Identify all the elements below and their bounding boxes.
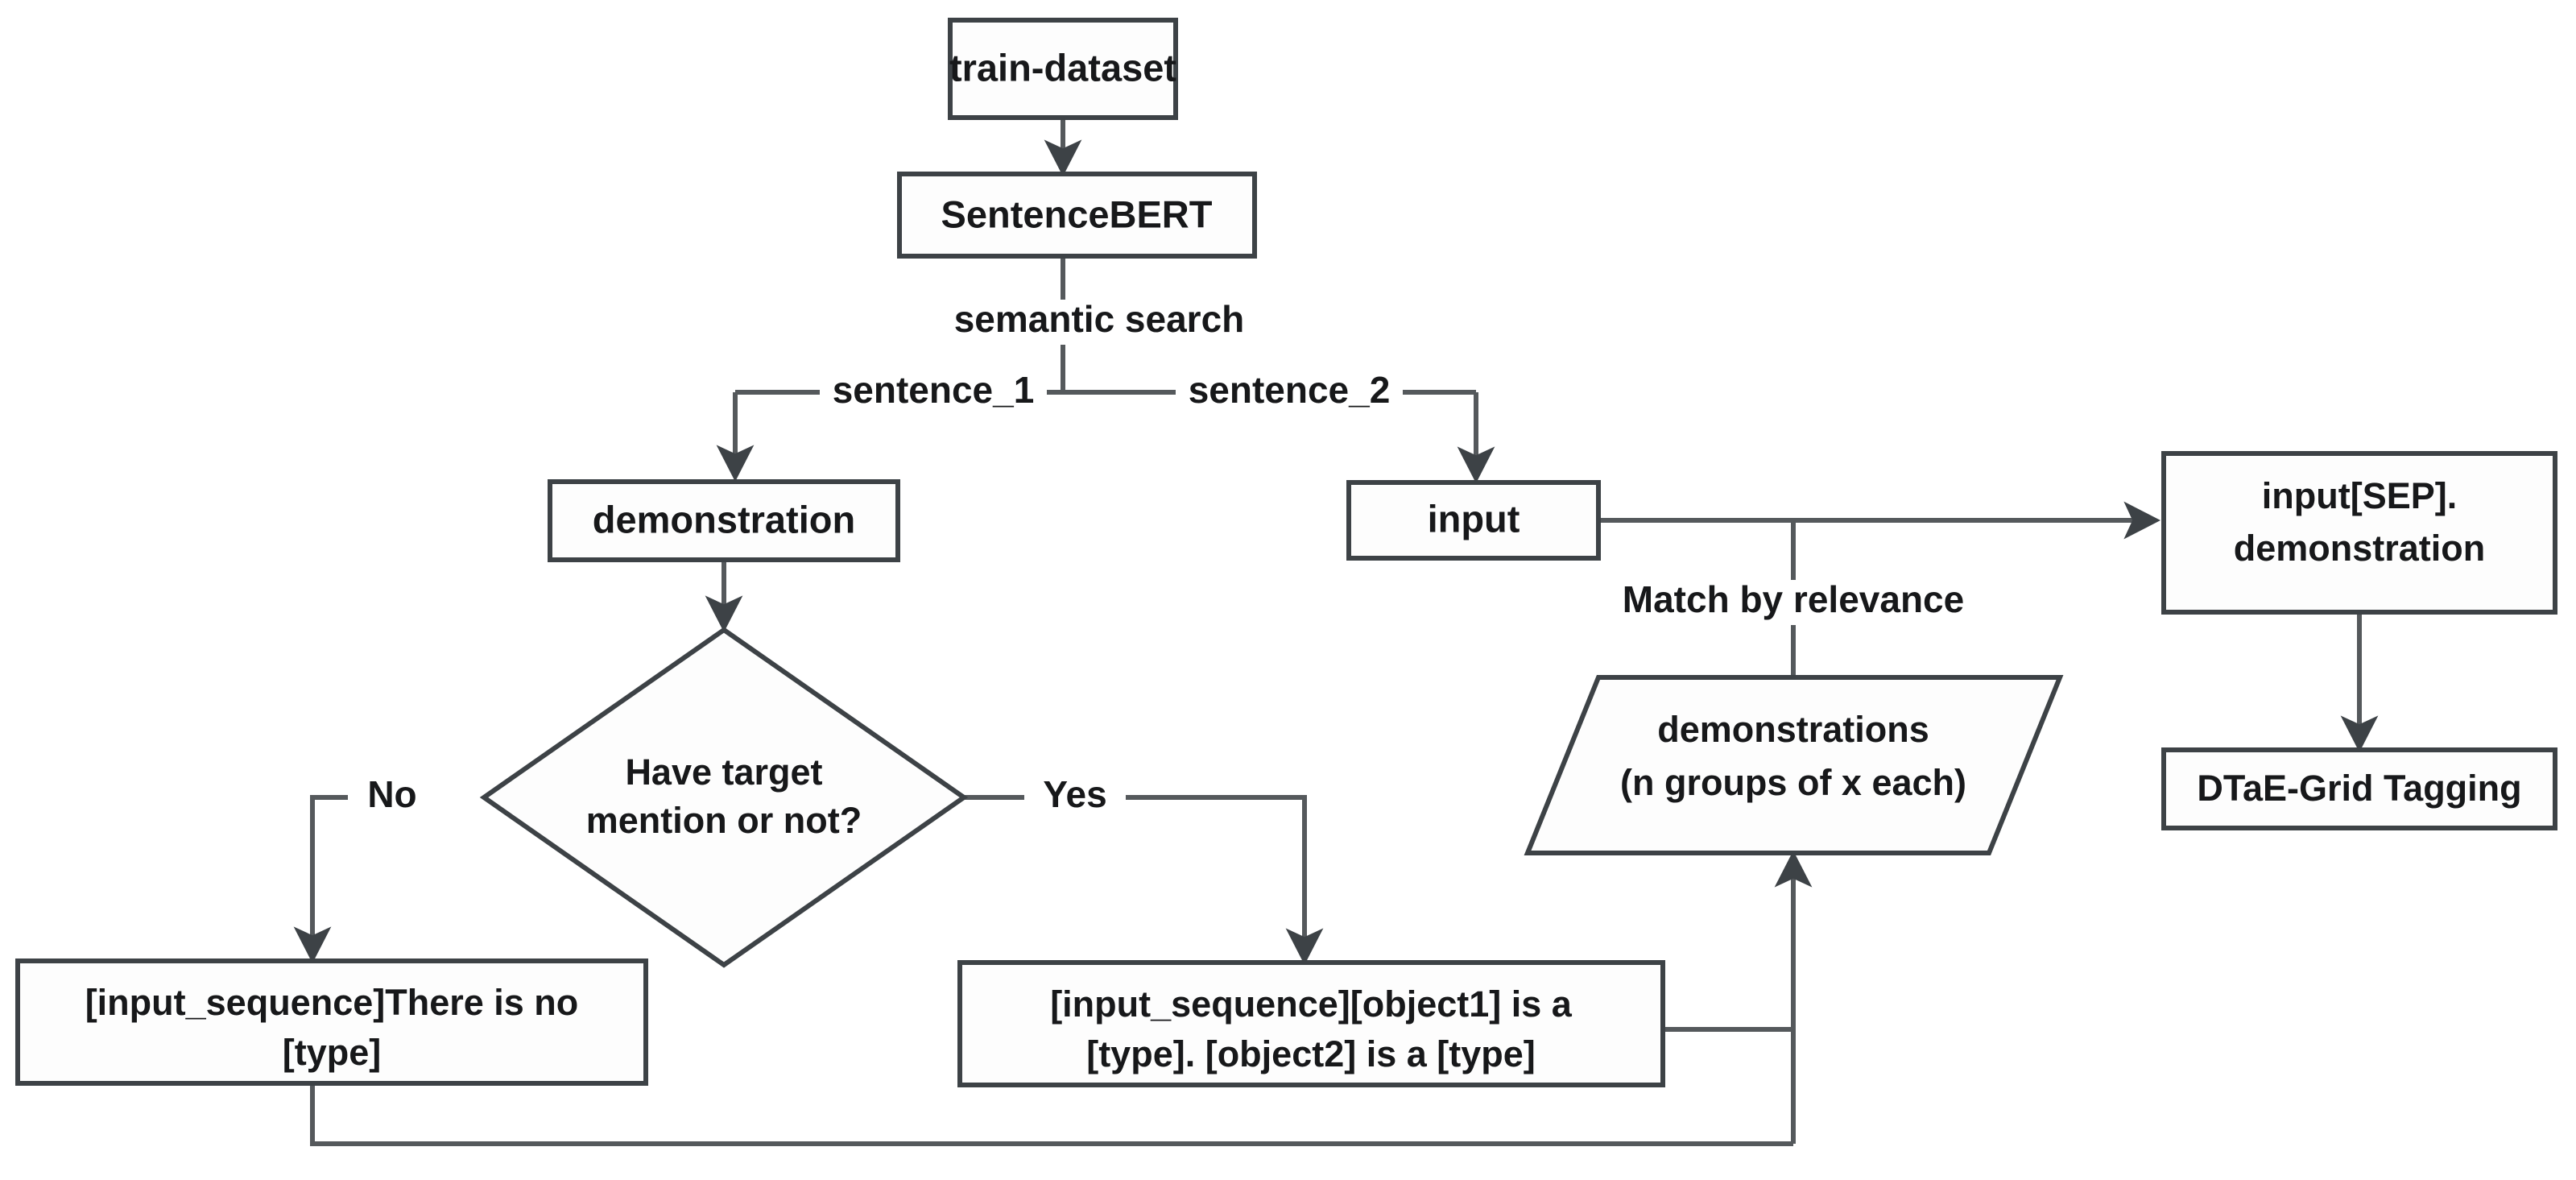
match-by-relevance-label: Match by relevance (1623, 578, 1964, 620)
no-branch-box[interactable] (15, 958, 648, 1086)
demonstrations-group-label-line1: demonstrations (1657, 709, 1929, 750)
yes-branch-box[interactable] (957, 960, 1665, 1087)
train-dataset-label: train-dataset (949, 46, 1176, 89)
yes-branch-label-line2: [type]. [object2] is a [type] (1086, 1033, 1536, 1074)
input-sep-demonstration-label-line2: demonstration (2234, 528, 2486, 569)
no-label: No (367, 773, 416, 815)
edge-label-no: No (348, 773, 436, 820)
sentencebert-box[interactable] (897, 172, 1257, 259)
demonstration-box[interactable] (548, 479, 900, 562)
dtae-grid-tagging-box[interactable] (2161, 747, 2557, 830)
edge-no-box-to-bottom-bus (310, 1083, 1793, 1146)
node-decision[interactable]: Have target mention or not? (479, 627, 969, 968)
no-branch-label-line2: [type] (283, 1032, 382, 1073)
edge-label-sentence-1: sentence_1 (820, 369, 1047, 415)
sentence-2-label: sentence_2 (1189, 369, 1391, 411)
train-dataset-box[interactable] (948, 18, 1178, 120)
yes-branch-label-line1: [input_sequence][object1] is a (1050, 983, 1573, 1025)
input-sep-demonstration-box[interactable] (2161, 451, 2557, 615)
node-sentencebert[interactable]: SentenceBERT (897, 172, 1257, 259)
node-demonstrations-group[interactable]: demonstrations (n groups of x each) (1524, 675, 2064, 855)
semantic-search-label: semantic search (954, 298, 1245, 340)
demonstrations-group-label-line2: (n groups of x each) (1620, 762, 1966, 803)
edge-decision-no (293, 795, 420, 964)
sentence-1-label: sentence_1 (833, 369, 1035, 411)
decision-label-line1: Have target (625, 751, 822, 793)
demonstration-label: demonstration (593, 498, 855, 540)
input-box[interactable] (1346, 480, 1601, 561)
yes-label: Yes (1043, 773, 1106, 815)
node-input[interactable]: input (1346, 480, 1601, 561)
input-sep-demonstration-label-line1: input[SEP]. (2262, 475, 2457, 516)
demonstrations-group-parallelogram[interactable] (1524, 675, 2064, 855)
edge-label-match-by-relevance: Match by relevance (1574, 578, 2013, 625)
edge-label-yes: Yes (1024, 773, 1126, 820)
node-demonstration[interactable]: demonstration (548, 479, 900, 562)
node-yes-branch-box[interactable]: [input_sequence][object1] is a [type]. [… (957, 960, 1665, 1087)
node-no-branch-box[interactable]: [input_sequence]There is no [type] (15, 958, 648, 1086)
edge-label-sentence-2: sentence_2 (1176, 369, 1403, 415)
edge-label-semantic-search: semantic search (946, 298, 1252, 345)
node-train-dataset[interactable]: train-dataset (948, 18, 1178, 120)
decision-diamond[interactable] (479, 627, 969, 968)
node-dtae-grid-tagging[interactable]: DTaE-Grid Tagging (2161, 747, 2557, 830)
decision-label-line2: mention or not? (586, 800, 862, 841)
node-input-sep-demonstration[interactable]: input[SEP]. demonstration (2161, 451, 2557, 615)
no-branch-label-line1: [input_sequence]There is no (85, 982, 579, 1023)
sentencebert-label: SentenceBERT (941, 193, 1213, 235)
input-label: input (1428, 497, 1520, 540)
dtae-grid-tagging-label: DTaE-Grid Tagging (2197, 768, 2521, 809)
